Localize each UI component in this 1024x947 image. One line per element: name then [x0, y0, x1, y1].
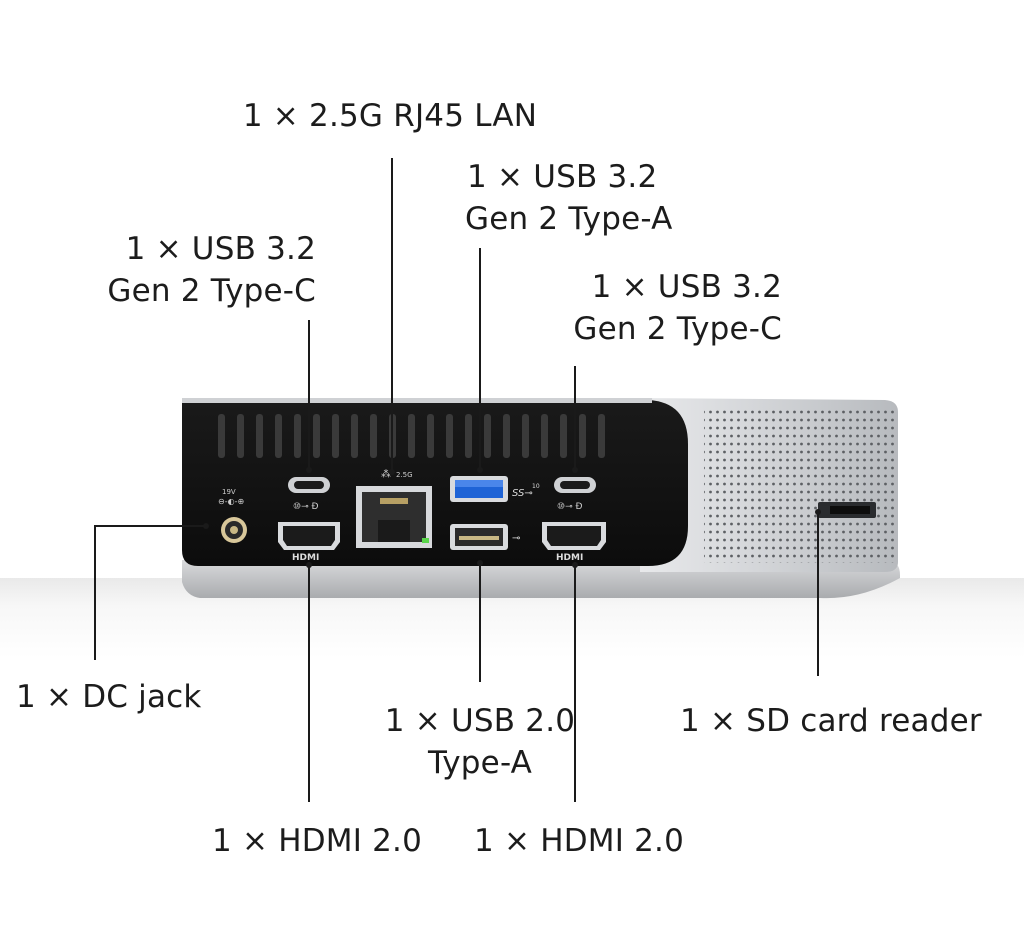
chassis-silver-rim	[182, 398, 652, 403]
dc-polarity-symbol: ⊖-◐-⊕	[218, 497, 244, 506]
label-hdmi-left: 1 × HDMI 2.0	[212, 820, 422, 862]
usb-c-port-left	[288, 477, 330, 493]
label-hdmi-right: 1 × HDMI 2.0	[474, 820, 684, 862]
label-sd-card-text: 1 × SD card reader	[680, 703, 982, 739]
label-usb-c-right: 1 × USB 3.2 Gen 2 Type-C	[556, 266, 782, 350]
hdmi-port-left	[278, 522, 340, 550]
hdmi-right-marking: HDMI	[556, 553, 583, 563]
label-usb-a-top-line1: 1 × USB 3.2	[467, 159, 658, 195]
lan-symbol: ⁂	[381, 468, 391, 480]
label-lan-text: 1 × 2.5G RJ45 LAN	[242, 98, 538, 134]
vent-perforation	[704, 408, 894, 563]
rj45-lan-port	[356, 486, 432, 548]
hdmi-port-right	[542, 522, 606, 550]
label-usb-c-right-line2: Gen 2 Type-C	[573, 311, 782, 347]
label-usb-c-left: 1 × USB 3.2 Gen 2 Type-C	[90, 228, 316, 312]
usb3-type-a-port	[450, 476, 508, 502]
label-usb-c-left-line1: 1 × USB 3.2	[125, 231, 316, 267]
leader-dots	[203, 467, 821, 568]
label-usb-a-top: 1 × USB 3.2 Gen 2 Type-A	[465, 156, 673, 240]
label-usb-a-top-line2: Gen 2 Type-A	[465, 201, 673, 237]
usb-c-right-symbols: ⑩⊸ Ð	[557, 502, 582, 512]
label-usb2-line1: 1 × USB 2.0	[384, 703, 576, 739]
lan-speed-marking: 2.5G	[396, 471, 413, 479]
label-sd-card: 1 × SD card reader	[680, 700, 982, 742]
hdmi-left-marking: HDMI	[292, 553, 319, 563]
label-usb2: 1 × USB 2.0 Type-A	[362, 700, 598, 784]
label-hdmi-right-text: 1 × HDMI 2.0	[474, 823, 685, 859]
dc-voltage-marking: 19V	[222, 488, 236, 496]
leader-lines	[94, 158, 819, 802]
label-dc-jack-text: 1 × DC jack	[16, 679, 202, 715]
label-lan: 1 × 2.5G RJ45 LAN	[238, 95, 542, 137]
usb2-symbol: ⊸	[512, 533, 520, 544]
label-usb2-line2: Type-A	[427, 745, 533, 781]
sd-card-slot	[818, 502, 876, 518]
usb3-speed-marking: 10	[532, 483, 540, 490]
label-dc-jack: 1 × DC jack	[16, 676, 202, 718]
usb2-type-a-port	[450, 524, 508, 550]
usb-c-port-right	[554, 477, 596, 493]
dc-jack-port	[221, 517, 247, 543]
label-usb-c-right-line1: 1 × USB 3.2	[591, 269, 782, 305]
usb-c-left-symbols: ⑩⊸ Ð	[293, 502, 318, 512]
vent-slots	[218, 414, 605, 458]
label-hdmi-left-text: 1 × HDMI 2.0	[212, 823, 423, 859]
label-usb-c-left-line2: Gen 2 Type-C	[107, 273, 316, 309]
usb3-ss-logo: SS⊸	[512, 488, 533, 499]
